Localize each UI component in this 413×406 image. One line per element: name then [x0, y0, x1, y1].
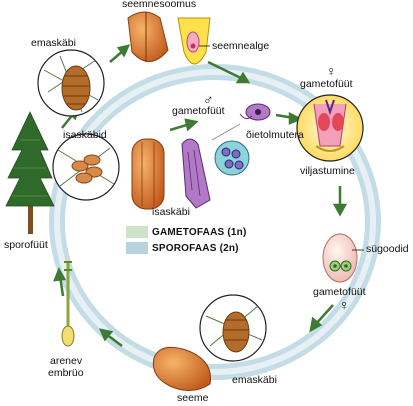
- embryo-label-line1: arenev: [50, 355, 83, 367]
- pine-tree-illustration: [5, 111, 55, 234]
- male-cone-label: isaskäbi: [152, 206, 190, 218]
- female-gametophyte-bottom-label: gametofüüt: [313, 286, 366, 298]
- male-cone-illustration: [131, 138, 165, 210]
- sporophyte-legend-text: SPOROFAAS (2n): [152, 242, 239, 254]
- arrow-seedscale-to-fertilization: [207, 60, 251, 84]
- male-gametophyte-illustration: [239, 103, 271, 121]
- arrow-cones-to-seedscale: [109, 44, 131, 63]
- legend-sporophyte: SPOROFAAS (2n): [126, 241, 239, 255]
- arrow-seed-to-embryo: [98, 328, 123, 347]
- embryo-label-line2: embrüo: [48, 367, 84, 379]
- arrow-embryo-to-sporophyte: [53, 267, 67, 297]
- ovule-label: seemnealge: [212, 40, 270, 52]
- pollen-grain-label: õietolmutera: [246, 129, 304, 141]
- female-cone-top-illustration: [37, 49, 105, 117]
- gametophyte-swatch: [126, 226, 148, 238]
- seed-scale-illustration: [127, 11, 211, 65]
- arrow-to-fertilization: [275, 111, 304, 125]
- female-cone-bottom-label: emaskäbi: [232, 374, 277, 386]
- female-symbol-bottom: ♀: [339, 297, 350, 313]
- female-gametophyte-top-label: gametofüüt: [300, 78, 353, 90]
- female-symbol-top: ♀: [326, 63, 337, 79]
- arrow-fertilization-down: [332, 186, 348, 217]
- arrow-malecone-to-gametophyte: [169, 118, 199, 132]
- male-cones-illustration: [52, 133, 120, 201]
- female-cone-top-label: emaskäbi: [31, 37, 76, 49]
- female-gametophyte-illustration: [322, 233, 364, 283]
- sporophyte-label: sporofüüt: [4, 239, 48, 251]
- male-gametophyte-label: gametofüüt: [172, 105, 225, 117]
- gametophyte-legend-text: GAMETOFAAS (1n): [152, 226, 247, 238]
- fertilization-illustration: [296, 94, 364, 162]
- arrow-gametophyte-down: [309, 304, 334, 333]
- fertilization-label: viljastumine: [300, 165, 355, 177]
- pollen-grain-illustration: [211, 123, 250, 176]
- lifecycle-ring: [49, 64, 381, 380]
- male-cones-label: isaskäbid: [63, 129, 107, 141]
- pollen-sac-illustration: [181, 138, 211, 209]
- legend-gametophyte: GAMETOFAAS (1n): [126, 225, 246, 239]
- developing-embryo-illustration: [61, 261, 75, 347]
- female-cone-bottom-illustration: [199, 294, 267, 362]
- sporophyte-swatch: [126, 242, 148, 254]
- male-symbol: ♂: [203, 91, 214, 107]
- seed-label: seeme: [177, 392, 209, 404]
- seed-illustration: [152, 346, 211, 391]
- seed-scale-label: seemnesoomus: [122, 0, 197, 10]
- archegonia-label: sügoodid: [366, 243, 409, 255]
